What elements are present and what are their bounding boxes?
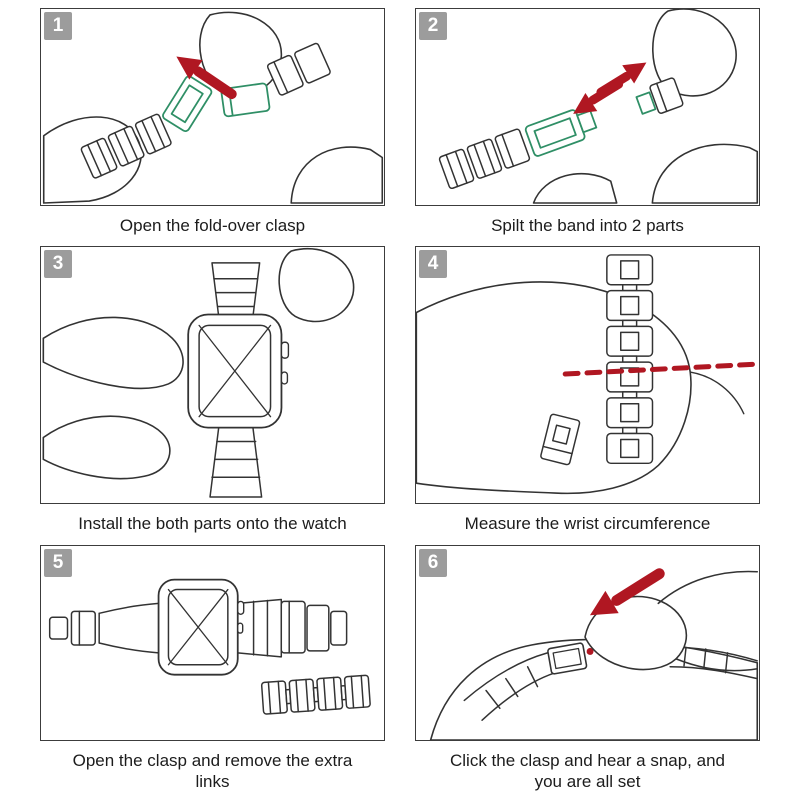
red-arrow-icon (589, 567, 665, 615)
illustration-measure-wrist (416, 254, 759, 495)
step-5-panel: 5 (40, 544, 385, 741)
thumb-shape (42, 415, 171, 480)
illustration-split-band (438, 9, 759, 204)
step-2-panel: 2 (415, 8, 760, 206)
clasp (547, 641, 594, 675)
band-upper-part (635, 77, 684, 115)
right-band (236, 598, 348, 658)
step-5-caption: Open the clasp and remove the extra link… (72, 750, 353, 791)
row-1: 1 (40, 8, 760, 246)
step-2: 2 (415, 8, 760, 246)
dangling-clasp (540, 413, 581, 466)
green-clasp-open (162, 75, 271, 133)
step-6-caption: Click the clasp and hear a snap, and you… (449, 750, 725, 791)
band-chain (606, 254, 654, 465)
watch-band (80, 42, 331, 179)
step-3-panel: 3 (40, 246, 385, 505)
hand-edge (689, 371, 745, 415)
band-on-wrist (463, 645, 758, 721)
illustration-remove-links (48, 578, 371, 715)
crown (237, 600, 245, 615)
hand-finger-line (657, 570, 759, 604)
measure-dashed-line (562, 361, 759, 377)
bottom-band (209, 425, 263, 499)
palm-shape (651, 143, 759, 204)
finger-shape (42, 316, 184, 390)
step-4-panel: 4 (415, 246, 760, 505)
step-3-caption: Install the both parts onto the watch (78, 514, 347, 534)
red-arrow-icon (176, 56, 237, 100)
row-2: 3 (40, 246, 760, 544)
green-clasp (524, 109, 598, 157)
hand-finger-line (675, 657, 759, 671)
left-band (98, 602, 160, 654)
watch-face (157, 578, 245, 676)
open-clasp (48, 610, 96, 646)
row-3: 5 (40, 544, 760, 800)
side-button (280, 371, 289, 385)
top-band (211, 262, 261, 320)
step-number-badge: 3 (44, 250, 72, 279)
wrist-shape (429, 638, 759, 740)
fingertip-shape (278, 248, 355, 323)
step-number-badge: 6 (419, 548, 447, 577)
step-1: 1 (40, 8, 385, 246)
finger-shape (532, 173, 618, 204)
watch-face (187, 313, 290, 429)
red-snap-dot (586, 647, 594, 655)
step-2-caption: Spilt the band into 2 parts (491, 216, 684, 235)
step-4-caption: Measure the wrist circumference (464, 514, 711, 534)
step-4: 4 (415, 246, 760, 544)
step-6-panel: 6 (415, 544, 760, 741)
step-number-badge: 1 (44, 12, 72, 40)
red-arrow-down-icon (573, 79, 624, 114)
illustration-open-clasp (42, 11, 384, 204)
step-number-badge: 2 (419, 12, 447, 40)
crown (280, 341, 290, 360)
step-3: 3 (40, 246, 385, 544)
step-5: 5 (40, 544, 385, 800)
step-number-badge: 4 (419, 250, 447, 279)
step-number-badge: 5 (44, 548, 72, 577)
step-6: 6 (415, 544, 760, 800)
side-button (237, 622, 244, 634)
fingertip-shape (652, 9, 737, 97)
step-1-panel: 1 (40, 8, 385, 206)
illustration-install-watch (42, 248, 355, 499)
illustration-click-clasp (429, 567, 759, 740)
finger-shape (290, 146, 384, 204)
step-1-caption: Open the fold-over clasp (119, 216, 306, 235)
extra-links-strip (260, 674, 371, 715)
band-lower-part (438, 109, 598, 190)
